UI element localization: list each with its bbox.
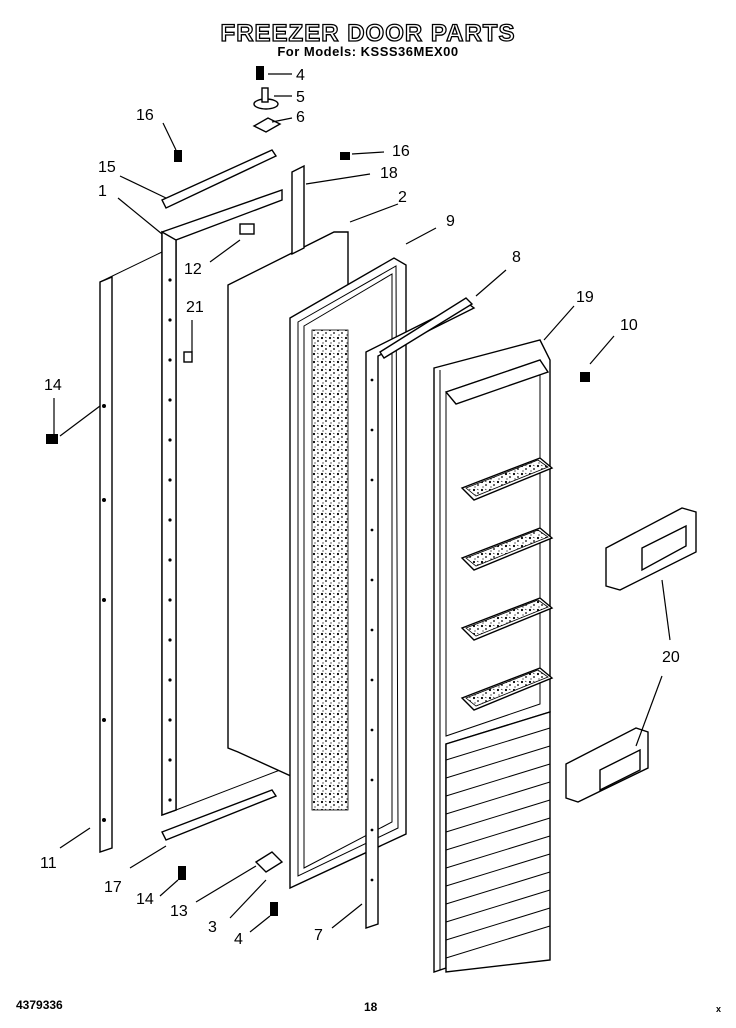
leader-lines (53, 73, 671, 933)
door-frame (161, 189, 283, 816)
screw-14-left (46, 434, 58, 444)
callout-2: 2 (398, 189, 407, 206)
shelf (460, 597, 554, 641)
diagram-title: FREEZER DOOR PARTS (220, 19, 516, 47)
shelf (460, 457, 554, 501)
callout-8: 8 (512, 249, 521, 266)
model-subtitle: For Models: KSSS36MEX00 (277, 44, 459, 59)
callout-20: 20 (662, 649, 680, 666)
callout-1: 1 (98, 183, 107, 200)
inner-door-liner (433, 339, 554, 973)
callout-12: 12 (184, 261, 202, 278)
bottom-hinge-3 (254, 851, 284, 873)
screw-10 (580, 372, 590, 382)
callout-17: 17 (104, 879, 122, 896)
callout-4-bottom: 4 (234, 931, 243, 948)
outer-door-panel (99, 251, 163, 853)
corner-mark: x (716, 1004, 722, 1014)
door-bin-upper (605, 507, 697, 591)
shelf (460, 667, 554, 711)
callout-4-top: 4 (296, 67, 305, 84)
callout-18: 18 (380, 165, 398, 182)
document-number: 4379336 (16, 998, 63, 1012)
callout-19: 19 (576, 289, 594, 306)
shelf (460, 527, 554, 571)
callout-11: 11 (40, 855, 57, 872)
callout-14-left: 14 (44, 377, 62, 394)
screw-16-top (174, 150, 182, 162)
screw-14-bottom (178, 866, 186, 880)
screw-4-top (256, 66, 264, 80)
callout-21: 21 (186, 299, 204, 316)
top-shelf-rail (379, 297, 474, 359)
bottom-bracket (161, 789, 278, 841)
callout-labels: 1 2 3 4 4 5 6 7 8 9 10 11 12 13 14 14 15… (40, 67, 680, 948)
screw-16-right (340, 152, 350, 160)
callout-16-top: 16 (136, 107, 154, 124)
callout-14-bottom: 14 (136, 891, 154, 908)
callout-3: 3 (208, 919, 217, 936)
hinge-washer-6 (252, 117, 282, 133)
door-bin-lower (565, 727, 649, 803)
screw-4-bottom (270, 902, 278, 916)
top-hinge-bracket (161, 149, 278, 209)
callout-6: 6 (296, 109, 305, 126)
callout-9: 9 (446, 213, 455, 230)
hinge-pin-5 (253, 87, 279, 110)
callout-15: 15 (98, 159, 116, 176)
callout-16-right: 16 (392, 143, 410, 160)
retainer-clip (183, 351, 193, 363)
door-stop-clip (239, 223, 255, 235)
callout-13: 13 (170, 903, 188, 920)
callout-10: 10 (620, 317, 638, 334)
page-number: 18 (364, 1000, 378, 1014)
callout-7: 7 (314, 927, 323, 944)
callout-5: 5 (296, 89, 305, 106)
vertical-strip (291, 164, 305, 256)
